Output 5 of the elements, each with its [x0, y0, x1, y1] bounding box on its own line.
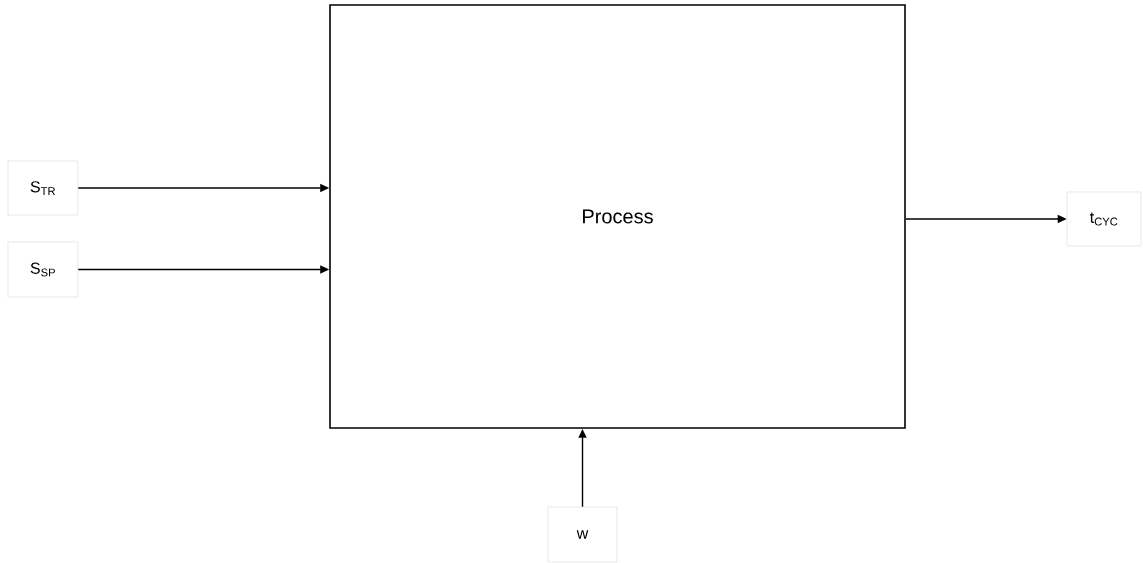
output-box: t$_{CYC}$ [1066, 191, 1142, 247]
process-box: Process [329, 4, 906, 429]
input-box: w [547, 506, 618, 563]
input-box: S$_{TR}$ [7, 160, 79, 216]
input-box: S$_{SP}$ [7, 241, 79, 298]
